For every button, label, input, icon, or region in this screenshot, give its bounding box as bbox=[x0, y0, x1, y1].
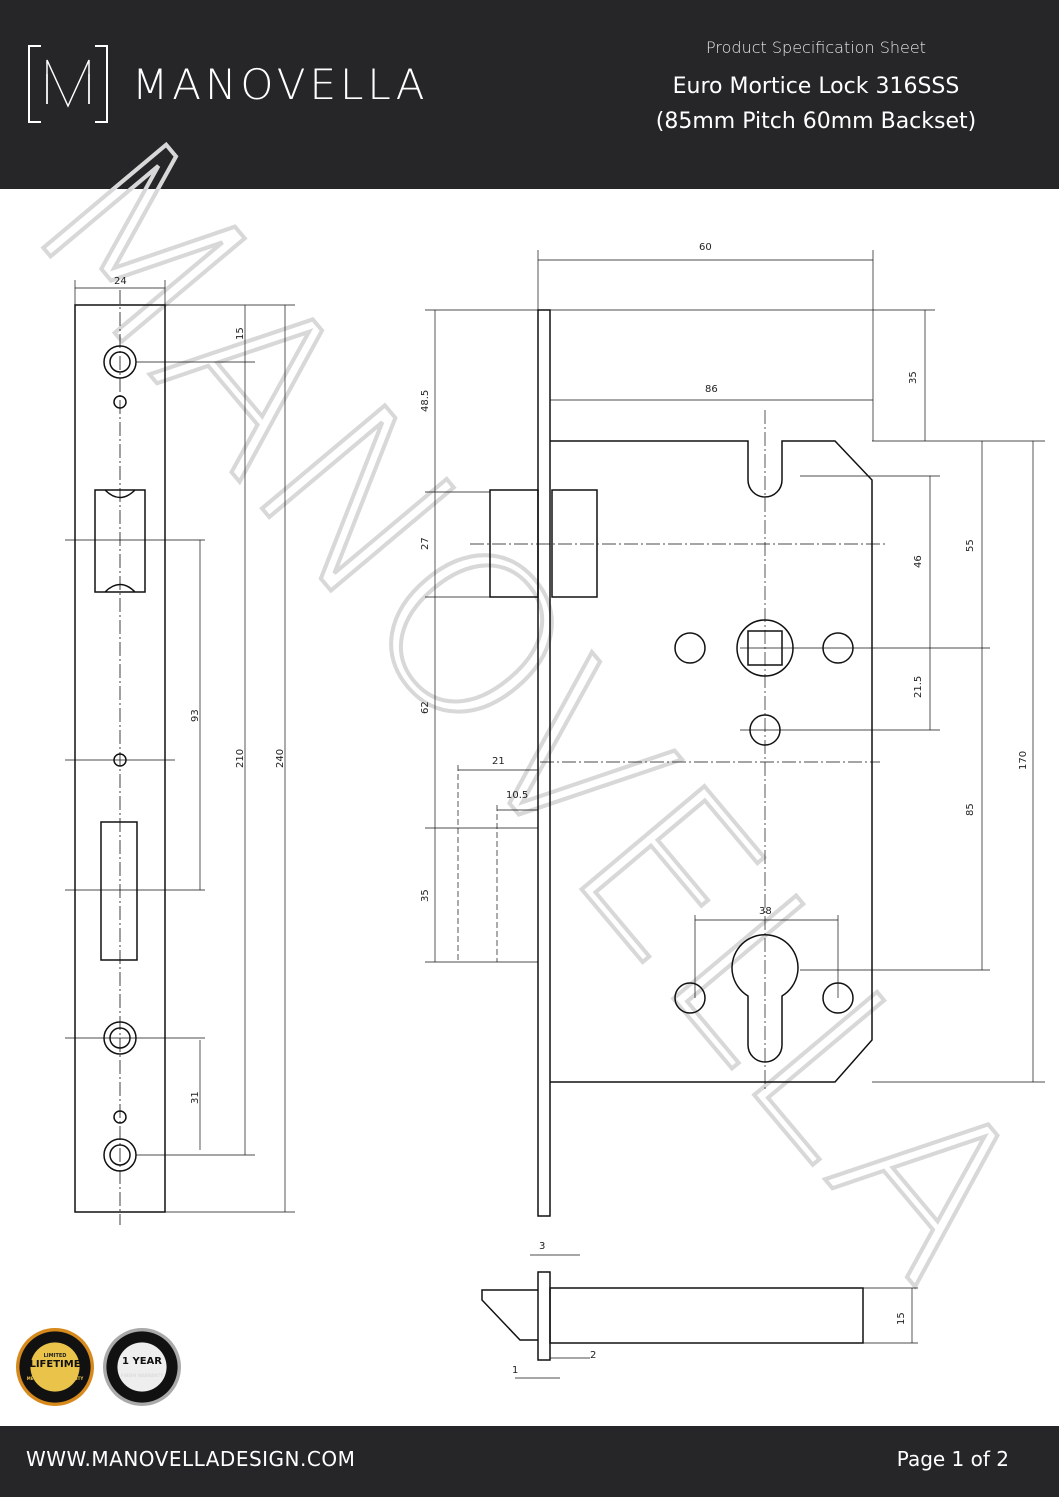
finish-warranty-badge: 1 YEAR FINISH WARRANTY bbox=[103, 1328, 181, 1406]
website-link[interactable]: WWW.MANOVELLADESIGN.COM bbox=[26, 1447, 356, 1471]
dim-lower: 35 bbox=[420, 889, 431, 902]
dim-faceplate-width: 24 bbox=[114, 276, 127, 287]
dim-latch-height: 27 bbox=[420, 537, 431, 550]
side-dimension-lines bbox=[425, 250, 1045, 1090]
product-title-line2: (85mm Pitch 60mm Backset) bbox=[655, 109, 977, 134]
watermark: MANOVELLA bbox=[0, 89, 1059, 1326]
dim-follower-down: 21.5 bbox=[913, 676, 924, 698]
bolt-top-view bbox=[481, 1254, 918, 1379]
dim-bolt-height: 15 bbox=[896, 1312, 907, 1325]
dim-half-offset: 10.5 bbox=[506, 790, 528, 801]
dim-case-height: 170 bbox=[1018, 751, 1029, 770]
badge-foot-text: FINISH WARRANTY bbox=[120, 1373, 164, 1378]
lifetime-warranty-badge: LIMITED LIFETIME MECHANICAL WARRANTY bbox=[16, 1328, 94, 1406]
dim-offset: 21 bbox=[492, 756, 505, 767]
badge-foot-text: MECHANICAL WARRANTY bbox=[26, 1376, 84, 1381]
brand-name: MANOVELLA bbox=[132, 60, 429, 109]
dim-pitch: 85 bbox=[965, 803, 976, 816]
dim-top-to-case: 35 bbox=[908, 371, 919, 384]
page-number: Page 1 of 2 bbox=[896, 1447, 1009, 1471]
dim-follower-up: 46 bbox=[913, 555, 924, 568]
dim-latch-to-follower: 62 bbox=[420, 701, 431, 714]
badge-main-text: LIFETIME bbox=[29, 1359, 81, 1370]
dim-gap: 1 bbox=[512, 1365, 518, 1376]
document-subtitle: Product Specification Sheet bbox=[706, 38, 926, 57]
dim-faceplate-length: 240 bbox=[275, 749, 286, 768]
dim-faceplate-mid: 93 bbox=[190, 709, 201, 722]
logo-icon bbox=[28, 45, 108, 123]
faceplate-front-view bbox=[74, 290, 166, 1225]
dim-plate: 3 bbox=[539, 1241, 545, 1252]
dim-case-depth: 86 bbox=[705, 384, 718, 395]
dim-faceplate-top: 15 bbox=[235, 327, 246, 340]
product-title-line1: Euro Mortice Lock 316SSS bbox=[672, 74, 960, 99]
dimension-labels: 24 15 93 210 240 31 60 86 35 48.5 27 62 … bbox=[114, 242, 1029, 1376]
footer: WWW.MANOVELLADESIGN.COM Page 1 of 2 bbox=[0, 1426, 1059, 1497]
dim-cylinder-width: 38 bbox=[759, 906, 772, 917]
header: MANOVELLA Product Specification Sheet Eu… bbox=[0, 0, 1059, 189]
dim-backset: 60 bbox=[699, 242, 712, 253]
badge-small-text: LIMITED bbox=[43, 1353, 67, 1359]
faceplate-dimension-lines bbox=[65, 280, 295, 1213]
badge-main-text: 1 YEAR bbox=[122, 1356, 162, 1367]
dim-to-case-top: 55 bbox=[965, 539, 976, 552]
dim-faceplate-bottom: 31 bbox=[190, 1091, 201, 1104]
dim-thick: 2 bbox=[590, 1350, 596, 1361]
dim-hole-pitch: 210 bbox=[235, 749, 246, 768]
dim-top-to-latch: 48.5 bbox=[420, 390, 431, 412]
